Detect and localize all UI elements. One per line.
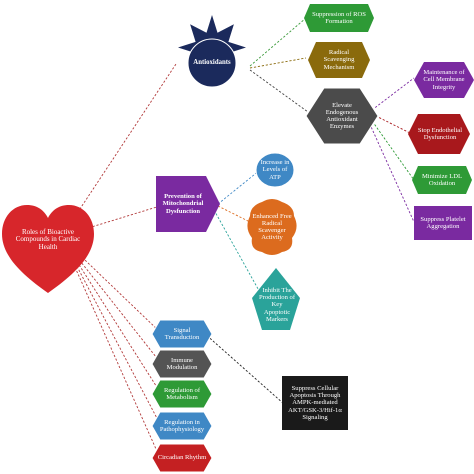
connector-root-signal (61, 237, 161, 333)
ros-node-shape (304, 4, 374, 32)
connector-antioxidants-ros (249, 17, 307, 67)
connector-elevate-endothelial (371, 113, 413, 135)
connector-root-metabolism (61, 237, 161, 393)
radical-node-shape (308, 42, 370, 78)
atp-node-shape (255, 152, 295, 188)
immune-node-shape (151, 349, 213, 379)
connector-elevate-membrane (371, 77, 415, 111)
membrane-node-shape (414, 62, 474, 98)
pathophysiology-node-shape (151, 411, 213, 441)
platelet-node-shape (414, 206, 472, 240)
scavenger-node-shape (247, 199, 297, 255)
endothelial-node-shape (408, 114, 470, 154)
connector-elevate-platelet (367, 119, 415, 223)
apoptosis-node-shape (282, 376, 348, 430)
circadian-node-shape (151, 443, 213, 473)
root-heart-shape (2, 205, 94, 293)
connectors (61, 17, 415, 459)
elevate-node-shape (305, 87, 379, 145)
connector-antioxidants-elevate (249, 69, 309, 113)
mito-node-shape (156, 176, 220, 232)
connector-mito-atp (217, 169, 261, 205)
apoptotic-node-shape (252, 268, 300, 330)
connector-root-circadian (61, 237, 161, 459)
metabolism-node-shape (151, 379, 213, 409)
connector-mito-apoptotic (213, 209, 263, 297)
connector-elevate-ldl (369, 117, 415, 181)
connector-root-pathophysiology (61, 237, 161, 425)
connector-signal-apoptosis (203, 332, 285, 405)
antioxidants-sun-core (187, 38, 237, 88)
ldl-node-shape (412, 166, 472, 194)
signal-node-shape (151, 319, 213, 349)
connector-antioxidants-radical (249, 57, 307, 69)
